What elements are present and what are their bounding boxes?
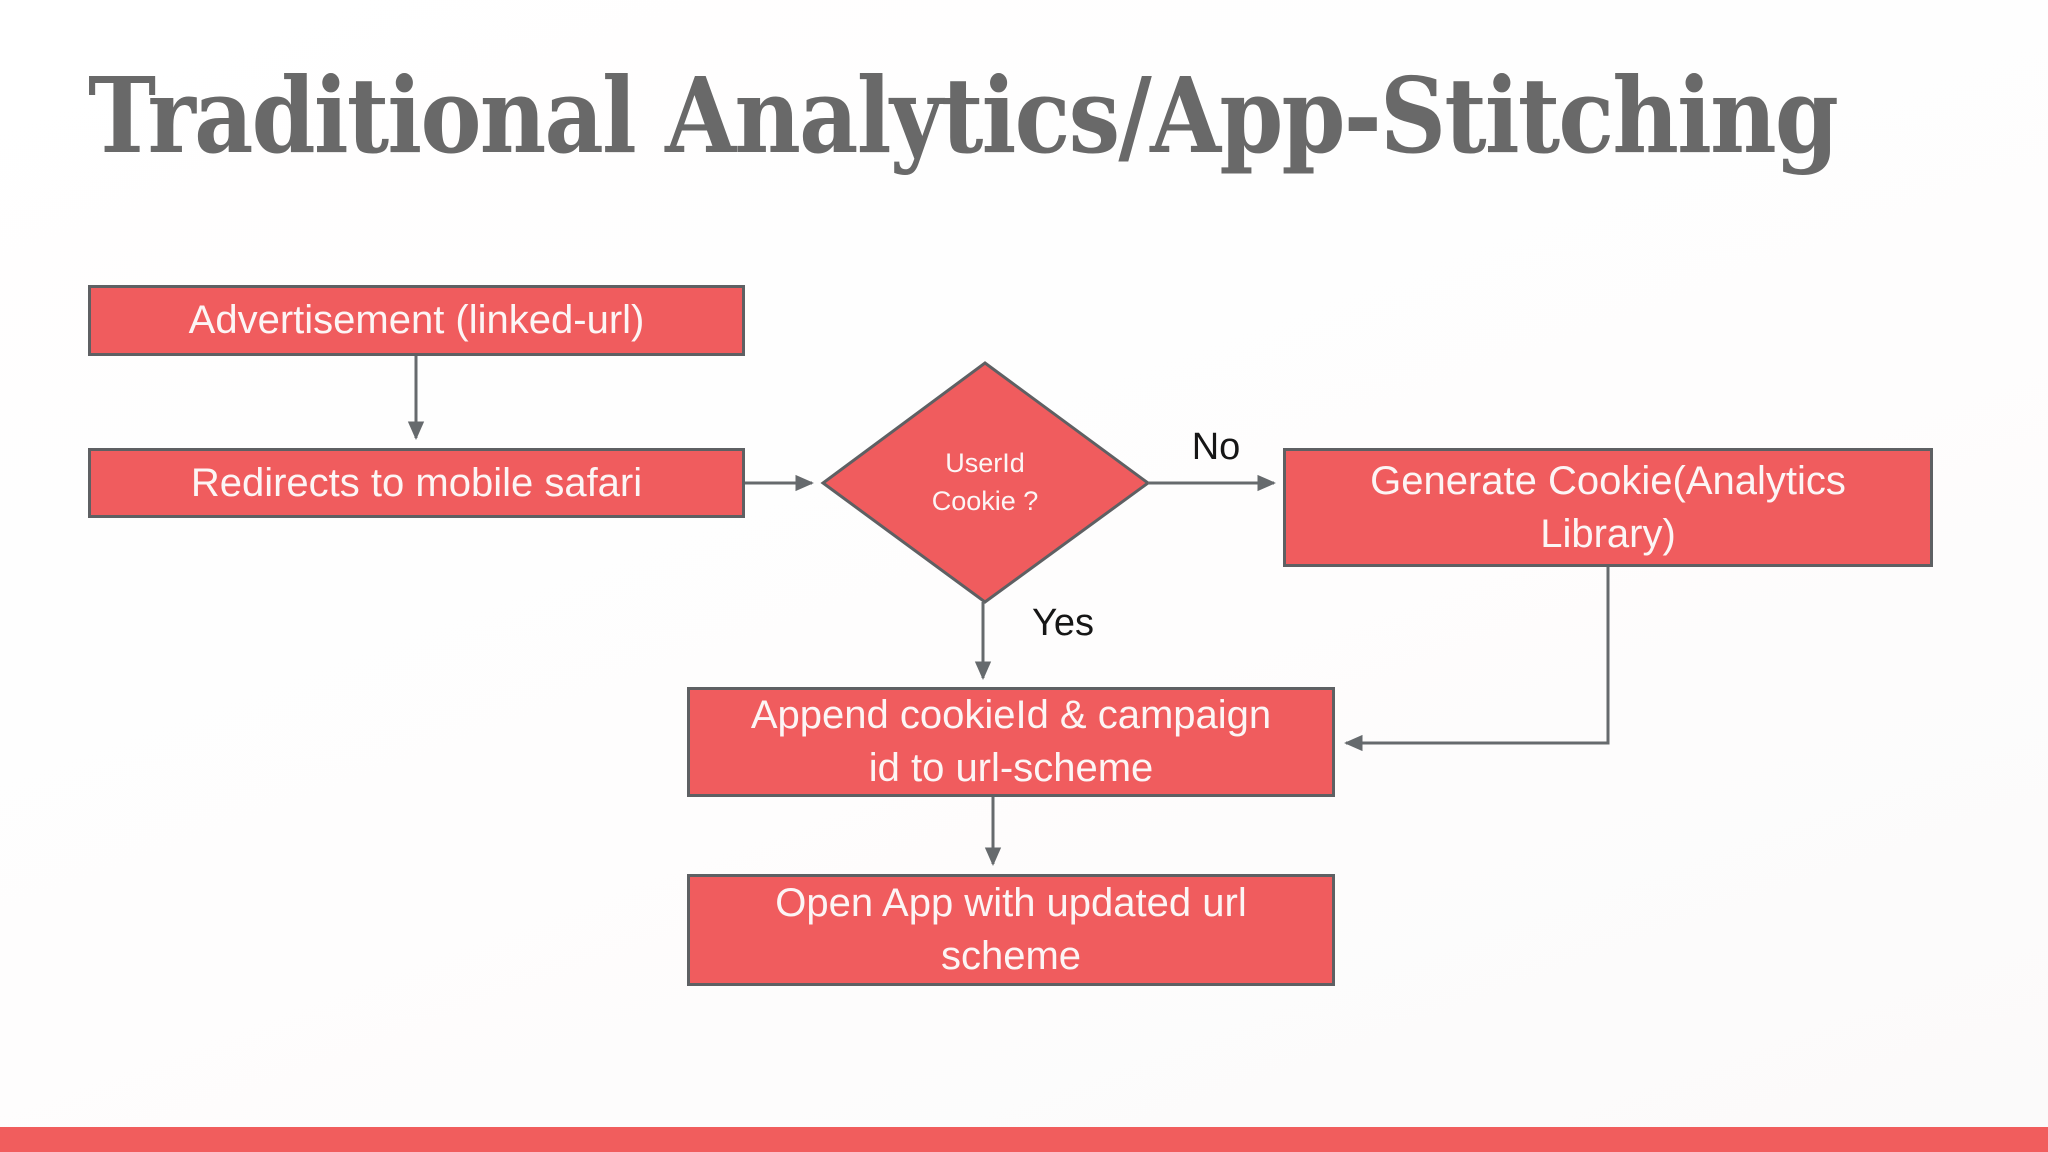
flow-node-open-app: Open App with updated url scheme bbox=[687, 874, 1335, 986]
generate-cookie-label-line1: Generate Cookie(Analytics bbox=[1370, 458, 1846, 503]
flow-node-advertisement-label: Advertisement (linked-url) bbox=[188, 298, 645, 343]
open-app-label-line1: Open App with updated url bbox=[775, 881, 1247, 926]
append-cookieid-label-line1: Append cookieId & campaign bbox=[750, 693, 1272, 738]
flow-node-redirect-mobile-safari: Redirects to mobile safari bbox=[88, 448, 745, 518]
flow-node-userid-cookie-decision: UserId Cookie ? bbox=[885, 420, 1085, 546]
decision-diamond-shape bbox=[820, 361, 1151, 604]
flow-node-append-cookieid: Append cookieId & campaign id to url-sch… bbox=[687, 687, 1335, 797]
flow-node-advertisement: Advertisement (linked-url) bbox=[88, 285, 745, 356]
slide-title: Traditional Analytics/App-Stitching bbox=[88, 54, 1839, 177]
generate-cookie-label-line2: Library) bbox=[1540, 511, 1676, 556]
edge-label-no: No bbox=[1191, 426, 1241, 468]
decision-label-line2: Cookie ? bbox=[931, 486, 1039, 516]
open-app-label-line2: scheme bbox=[940, 934, 1082, 978]
flow-node-redirect-label: Redirects to mobile safari bbox=[190, 460, 643, 505]
footer-accent-bar bbox=[0, 1127, 2048, 1152]
append-cookieid-label-line2: id to url-scheme bbox=[868, 746, 1154, 790]
edge-generate-to-append bbox=[1344, 567, 1610, 752]
edge-label-yes: Yes bbox=[1032, 602, 1094, 644]
decision-label-line1: UserId bbox=[945, 448, 1025, 479]
flow-node-generate-cookie: Generate Cookie(Analytics Library) bbox=[1283, 448, 1933, 567]
